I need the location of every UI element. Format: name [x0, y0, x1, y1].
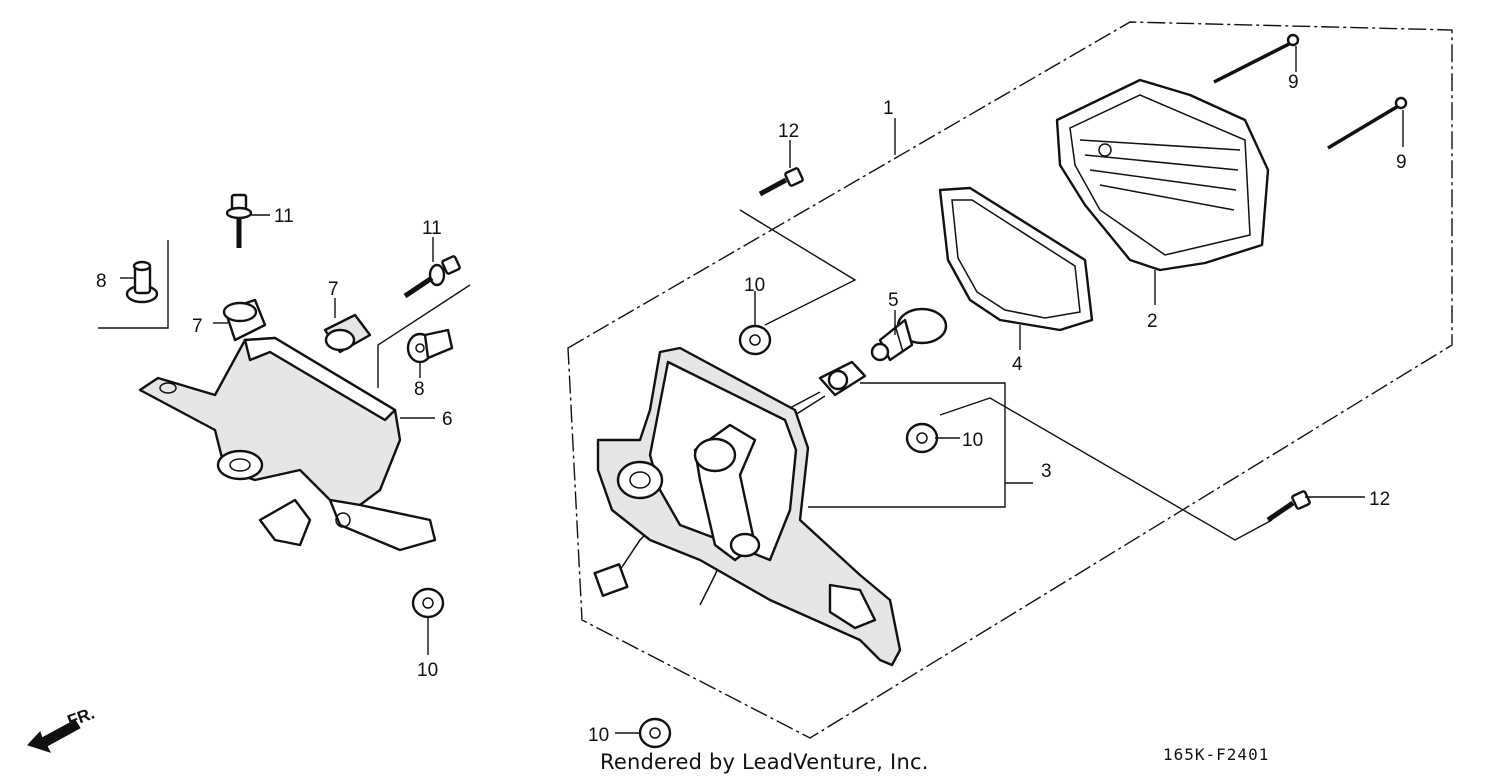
callout-12b: 12 [1369, 489, 1390, 510]
credit-text: Rendered by LeadVenture, Inc. [600, 750, 929, 774]
rivet-part-b[interactable] [406, 328, 454, 364]
callout-10a: 10 [744, 275, 765, 296]
bulb-part[interactable] [870, 307, 948, 362]
callout-7b: 7 [328, 279, 339, 300]
callout-1: 1 [883, 98, 894, 119]
collar-part-a[interactable] [222, 298, 267, 342]
leader-lines [98, 46, 1404, 734]
screw-part-a[interactable] [1213, 33, 1300, 84]
callout-8b: 8 [414, 379, 425, 400]
assembly-outline [567, 21, 1453, 739]
callout-5: 5 [888, 290, 899, 311]
gasket-part[interactable] [938, 186, 1094, 332]
diagram-code: 165K-F2401 [1163, 745, 1270, 764]
bolt-part-d[interactable] [1266, 490, 1311, 523]
callout-7a: 7 [192, 316, 203, 337]
lens-part[interactable] [1055, 78, 1270, 272]
callout-9b: 9 [1396, 152, 1407, 173]
direction-label: FR. [65, 704, 97, 731]
callout-4: 4 [1012, 354, 1023, 375]
callout-6: 6 [442, 409, 453, 430]
grommet-part-a[interactable] [738, 324, 772, 356]
callout-labels: 1 2 3 4 5 6 7 7 8 8 9 9 10 10 10 10 11 1… [96, 72, 1407, 746]
callout-12a: 12 [778, 121, 799, 142]
grommet-part-c[interactable] [411, 587, 445, 619]
collar-part-b[interactable] [323, 313, 372, 354]
bolt-part-b[interactable] [403, 255, 461, 299]
base-bracket-part[interactable] [593, 346, 902, 667]
bracket-cover-part[interactable] [138, 336, 437, 552]
callout-11a: 11 [274, 206, 294, 227]
grommet-part-d[interactable] [638, 717, 672, 749]
callout-11b: 11 [422, 218, 442, 239]
screw-part-b[interactable] [1327, 96, 1408, 150]
callout-10d: 10 [588, 725, 609, 746]
callout-2: 2 [1147, 311, 1158, 332]
bolt-part-a[interactable] [225, 193, 253, 248]
callout-9a: 9 [1288, 72, 1299, 93]
grommet-part-b[interactable] [905, 422, 939, 454]
rivet-part-a[interactable] [125, 260, 159, 304]
callout-3: 3 [1041, 461, 1052, 482]
callout-8a: 8 [96, 271, 107, 292]
front-direction-arrow: FR. [27, 704, 97, 753]
bolt-part-c[interactable] [758, 167, 804, 197]
callout-10c: 10 [417, 660, 438, 681]
callout-10b: 10 [962, 430, 983, 451]
